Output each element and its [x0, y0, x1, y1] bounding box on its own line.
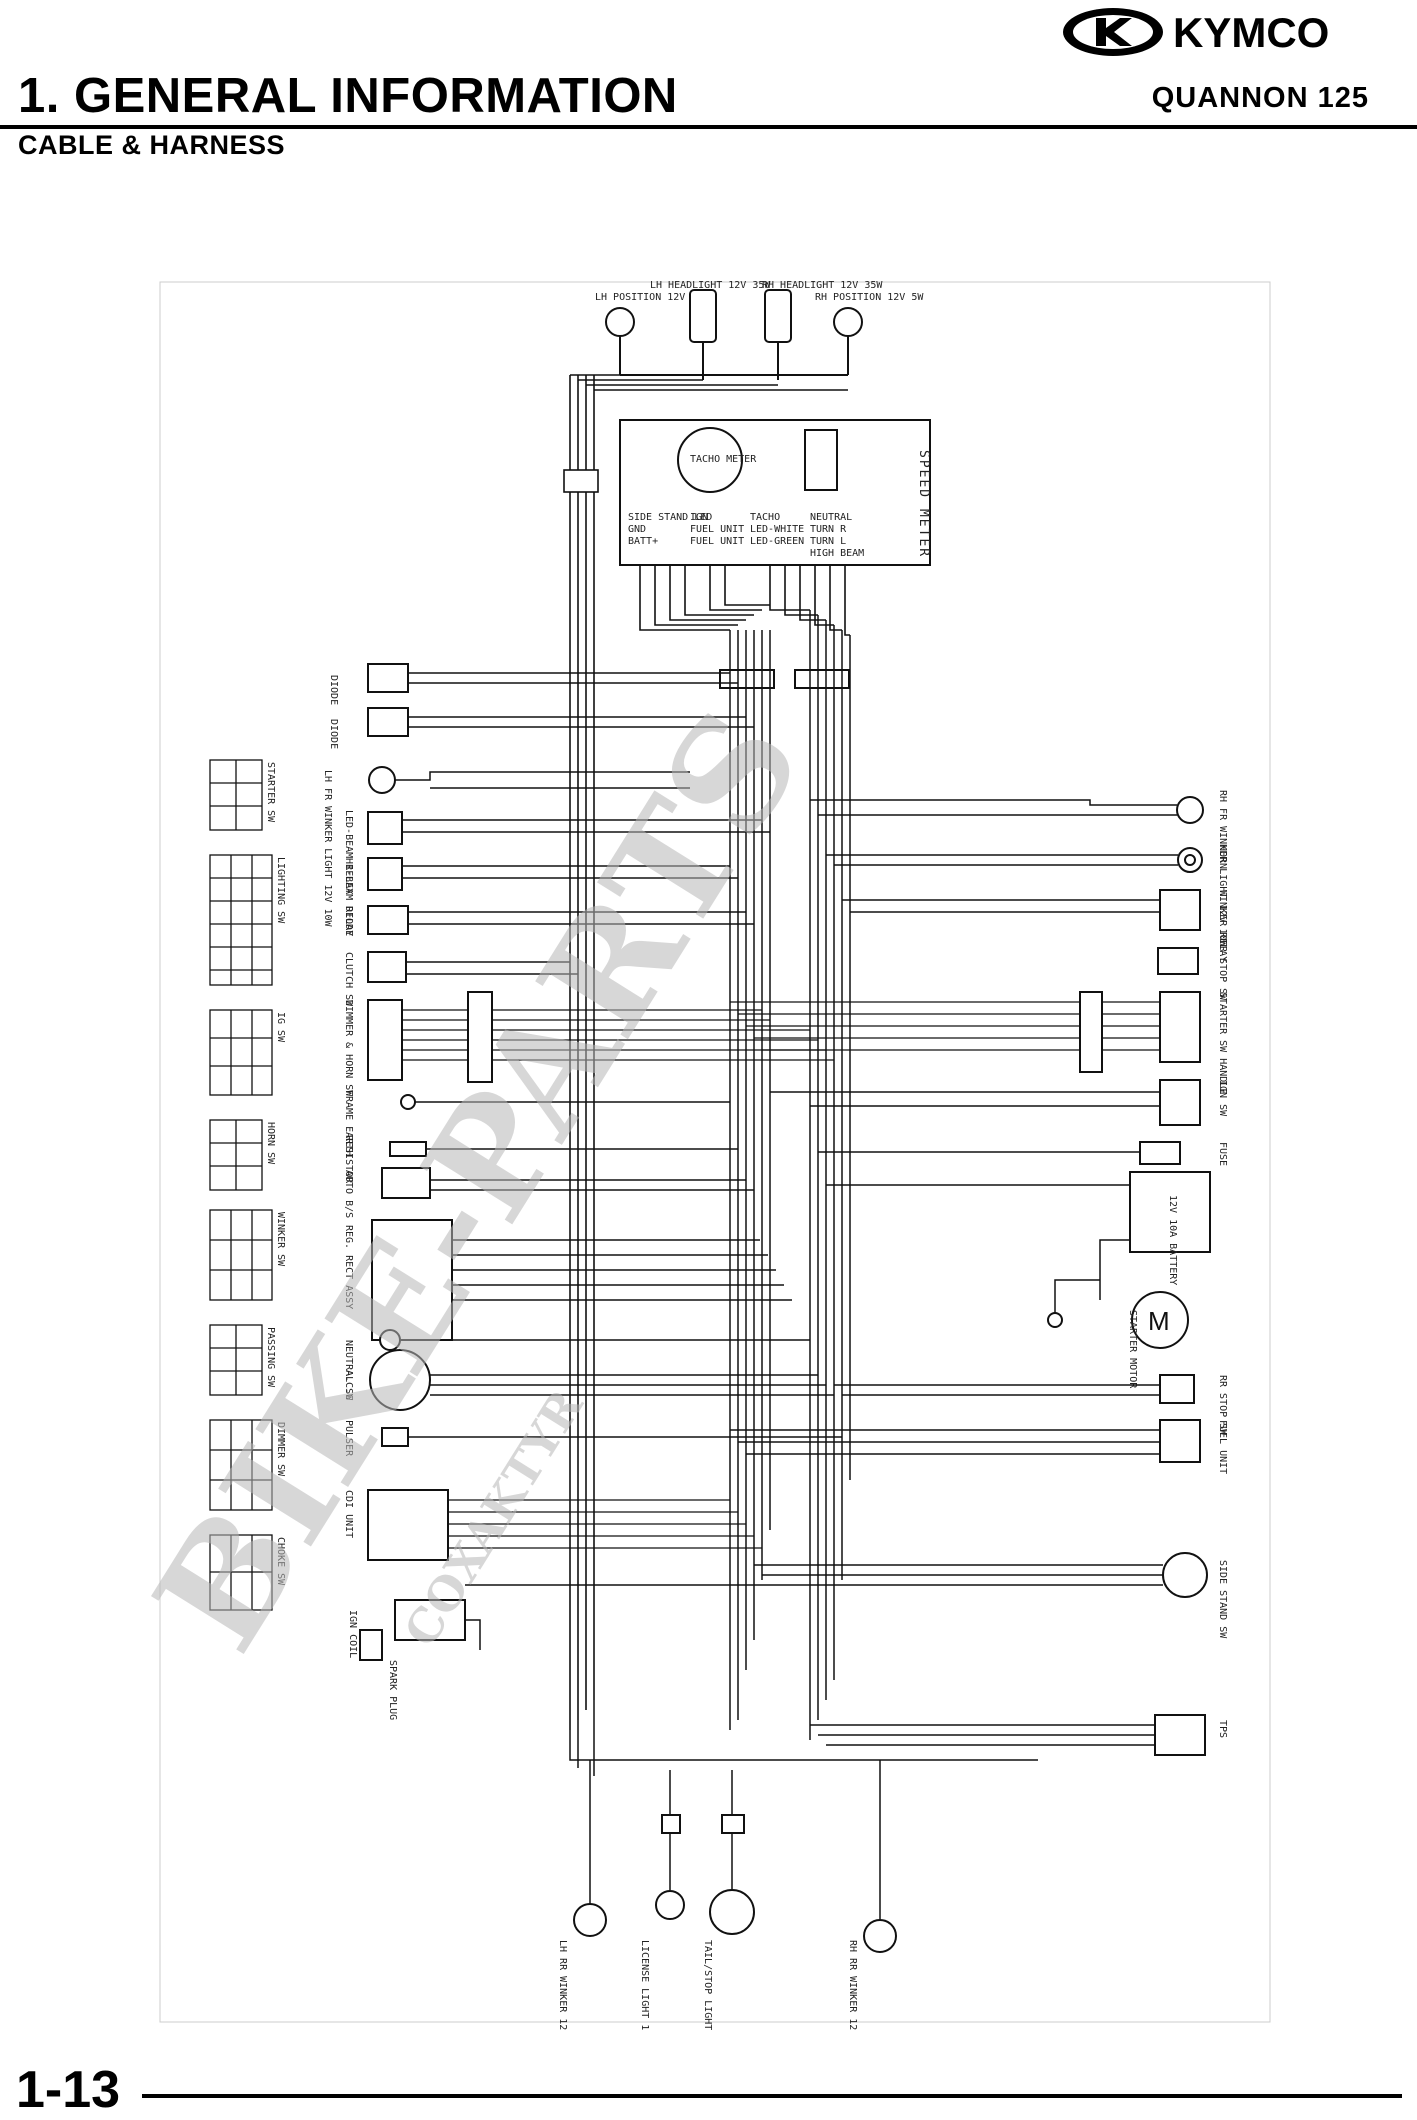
horn-sw-table: HORN SW [209, 1119, 276, 1191]
model-name: QUANNON 125 [1151, 82, 1369, 114]
winker-sw-table: WINKER SW [209, 1209, 286, 1301]
component-label: STARTER MOTOR [1127, 1310, 1138, 1389]
component-label: FUEL UNIT [1217, 1420, 1228, 1474]
meter-terminal-label: FUEL UNIT [690, 536, 744, 547]
switch-table-title: WINKER SW [275, 1212, 286, 1267]
switch-table-title: PASSING SW [265, 1327, 276, 1388]
page-number: 1-13 [16, 2061, 121, 2119]
tacho-meter-dial [677, 427, 743, 493]
component-label: SPARK PLUG [387, 1660, 398, 1720]
meter-terminal-label: IGN [690, 512, 708, 523]
component-label: IGN SW [1217, 1080, 1228, 1117]
component-label: FUSE [1217, 1142, 1228, 1166]
component-label: 12V 10A BATTERY [1167, 1195, 1178, 1285]
speed-meter-title: SPEED METER [916, 450, 931, 558]
component-label: NEUTRAL SW [343, 1340, 354, 1401]
component-label: LED-BEAM RELAY [343, 810, 354, 894]
switch-table-title: CHOKE SW [275, 1537, 286, 1586]
passing-sw-table: PASSING SW [209, 1324, 276, 1396]
right-components: RH FR WINKER LIGHT 12V 10W HORN WINKER R… [730, 790, 1228, 1756]
meter-terminal-label: TURN L [810, 536, 846, 547]
component-label: RR STOP SW [1217, 1375, 1228, 1436]
component-label: RH FR WINKER LIGHT 12V 10W [1217, 790, 1228, 948]
lh-position-bulb: LH POSITION 12V 5W [595, 292, 704, 360]
bottom-bulb-label: RH RR WINKER 12V 10W [847, 1940, 858, 2030]
top-bulb-label: LH POSITION 12V 5W [595, 292, 704, 303]
component-label: HI-BEAM RELAY [343, 858, 354, 936]
meter-terminal-label: TURN R [810, 524, 847, 535]
kymco-logo: KYMCO [1063, 8, 1329, 56]
ig-sw-table: IG SW [209, 1009, 286, 1096]
component-label: DIODE [343, 906, 354, 936]
component-label: FR STOP SW [1217, 940, 1228, 1001]
switch-table-title: STARTER SW [265, 762, 276, 823]
meter-terminal-label: NEUTRAL [810, 512, 852, 523]
meter-terminal-label: TACHO [750, 512, 780, 523]
tacho-meter-label: TACHO METER [690, 454, 757, 465]
meter-terminal-label: FUEL UNIT [690, 524, 744, 535]
bottom-bulb-label: LICENSE LIGHT 12V 5W [639, 1940, 650, 2030]
top-bulb-label: LH HEADLIGHT 12V 35W [650, 280, 771, 291]
meter-terminal-label: LED-WHITE [750, 524, 804, 535]
component-label: PULSER [343, 1420, 354, 1457]
meter-terminal-label: HIGH BEAM [810, 548, 864, 559]
lh-headlight-bulb: LH HEADLIGHT 12V 35W [650, 280, 771, 370]
rh-position-bulb: RH POSITION 12V 5W [815, 292, 924, 360]
component-label: SIDE STAND SW [1217, 1560, 1228, 1639]
speed-meter: SPEED METER TACHO METER SIDE STAND LED G… [619, 419, 931, 636]
component-label: A.C.G [343, 1370, 354, 1400]
section-title: CABLE & HARNESS [18, 130, 286, 160]
component-label: AUTO B/S [343, 1170, 354, 1218]
component-label: CDI UNIT [343, 1490, 354, 1538]
brand-name: KYMCO [1173, 9, 1329, 56]
component-label: CLUTCH SW [343, 952, 354, 1007]
switch-table-title: HORN SW [265, 1122, 276, 1165]
component-label: WINKER RELAY [1217, 890, 1228, 962]
bottom-bulb-label: LH RR WINKER 12V 10W [557, 1940, 568, 2030]
starter-sw-table: STARTER SW [209, 759, 276, 831]
switch-tables: STARTER SW LIGHTING SW IG SW HORN SW WIN… [209, 759, 286, 1611]
footer-rule [142, 2094, 1402, 2098]
component-label: TPS [1217, 1720, 1228, 1738]
component-label: REG. RECT ASSY [343, 1225, 354, 1309]
meter-connectors [719, 669, 850, 689]
component-label: HORN [1217, 845, 1228, 869]
switch-table-title: LIGHTING SW [275, 857, 286, 924]
bottom-bulb-label: TAIL/STOP LIGHT 12V 5/21W [702, 1940, 713, 2030]
component-label: DIMMER & HORN SW [343, 1000, 354, 1097]
component-label: RESISTOR [343, 1135, 354, 1184]
component-label: IGN COIL [347, 1610, 358, 1658]
choke-sw-table: CHOKE SW [209, 1534, 286, 1611]
component-label: DIODE [328, 675, 339, 705]
top-bulbs: LH POSITION 12V 5W LH HEADLIGHT 12V 35W … [595, 280, 924, 380]
switch-table-title: DIMMER SW [275, 1422, 286, 1477]
bottom-bulbs: LH RR WINKER 12V 10W LICENSE LIGHT 12V 5… [557, 1700, 1038, 2030]
meter-terminal-label: GND [628, 524, 646, 535]
lighting-sw-table: LIGHTING SW [209, 854, 286, 986]
main-trunk-wires [563, 374, 848, 1730]
dimmer-sw-table: DIMMER SW [209, 1419, 286, 1511]
wiring-diagram: LH POSITION 12V 5W LH HEADLIGHT 12V 35W … [150, 280, 1271, 2030]
left-components: DIODE DIODE LH FR WINKER LIGHT 12V 10W L… [322, 663, 842, 1720]
switch-table-title: IG SW [275, 1012, 286, 1043]
top-bulb-label: RH POSITION 12V 5W [815, 292, 924, 303]
meter-terminal-label: LED-GREEN [750, 536, 804, 547]
component-label: STARTER SW HANDLE [1217, 992, 1228, 1094]
header-rule [0, 125, 1417, 129]
meter-terminals: SIDE STAND LED GND BATT+ IGN FUEL UNIT F… [628, 512, 864, 559]
component-label: LH FR WINKER LIGHT 12V 10W [322, 770, 333, 928]
meter-terminal-label: BATT+ [628, 536, 658, 547]
meter-terminal-label: SIDE STAND LED [628, 512, 712, 523]
chapter-title: 1. GENERAL INFORMATION [18, 69, 678, 123]
motor-symbol: M [1148, 1306, 1170, 1336]
component-label: DIODE [328, 719, 339, 749]
rh-headlight-bulb: RH HEADLIGHT 12V 35W [762, 280, 883, 370]
top-bulb-label: RH HEADLIGHT 12V 35W [762, 280, 883, 291]
component-label: FRAME EARTH [343, 1090, 354, 1156]
